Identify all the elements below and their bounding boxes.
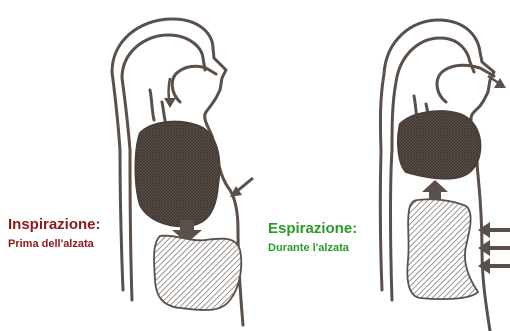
inspiration-neck-line-2 xyxy=(162,102,166,124)
inspiration-lung xyxy=(136,122,220,227)
inspiration-subtitle: Prima dell'alzata xyxy=(8,236,101,252)
expiration-diaphragm-arrow xyxy=(422,180,448,199)
inspiration-abdomen xyxy=(154,236,241,310)
expiration-caption: Espirazione: Durante l'alzata xyxy=(268,219,357,256)
inspiration-nasal-airway xyxy=(172,66,216,102)
inspiration-abdomen-arrow xyxy=(230,178,253,197)
expiration-abdomen xyxy=(407,199,478,299)
inspiration-title: Inspirazione: xyxy=(8,215,101,234)
inspiration-airflow-arrowhead xyxy=(164,98,176,108)
expiration-subtitle: Durante l'alzata xyxy=(268,240,357,256)
expiration-lung xyxy=(398,111,480,178)
expiration-title: Espirazione: xyxy=(268,219,357,238)
inspiration-caption: Inspirazione: Prima dell'alzata xyxy=(8,215,101,252)
inspiration-neck-line xyxy=(150,90,154,120)
